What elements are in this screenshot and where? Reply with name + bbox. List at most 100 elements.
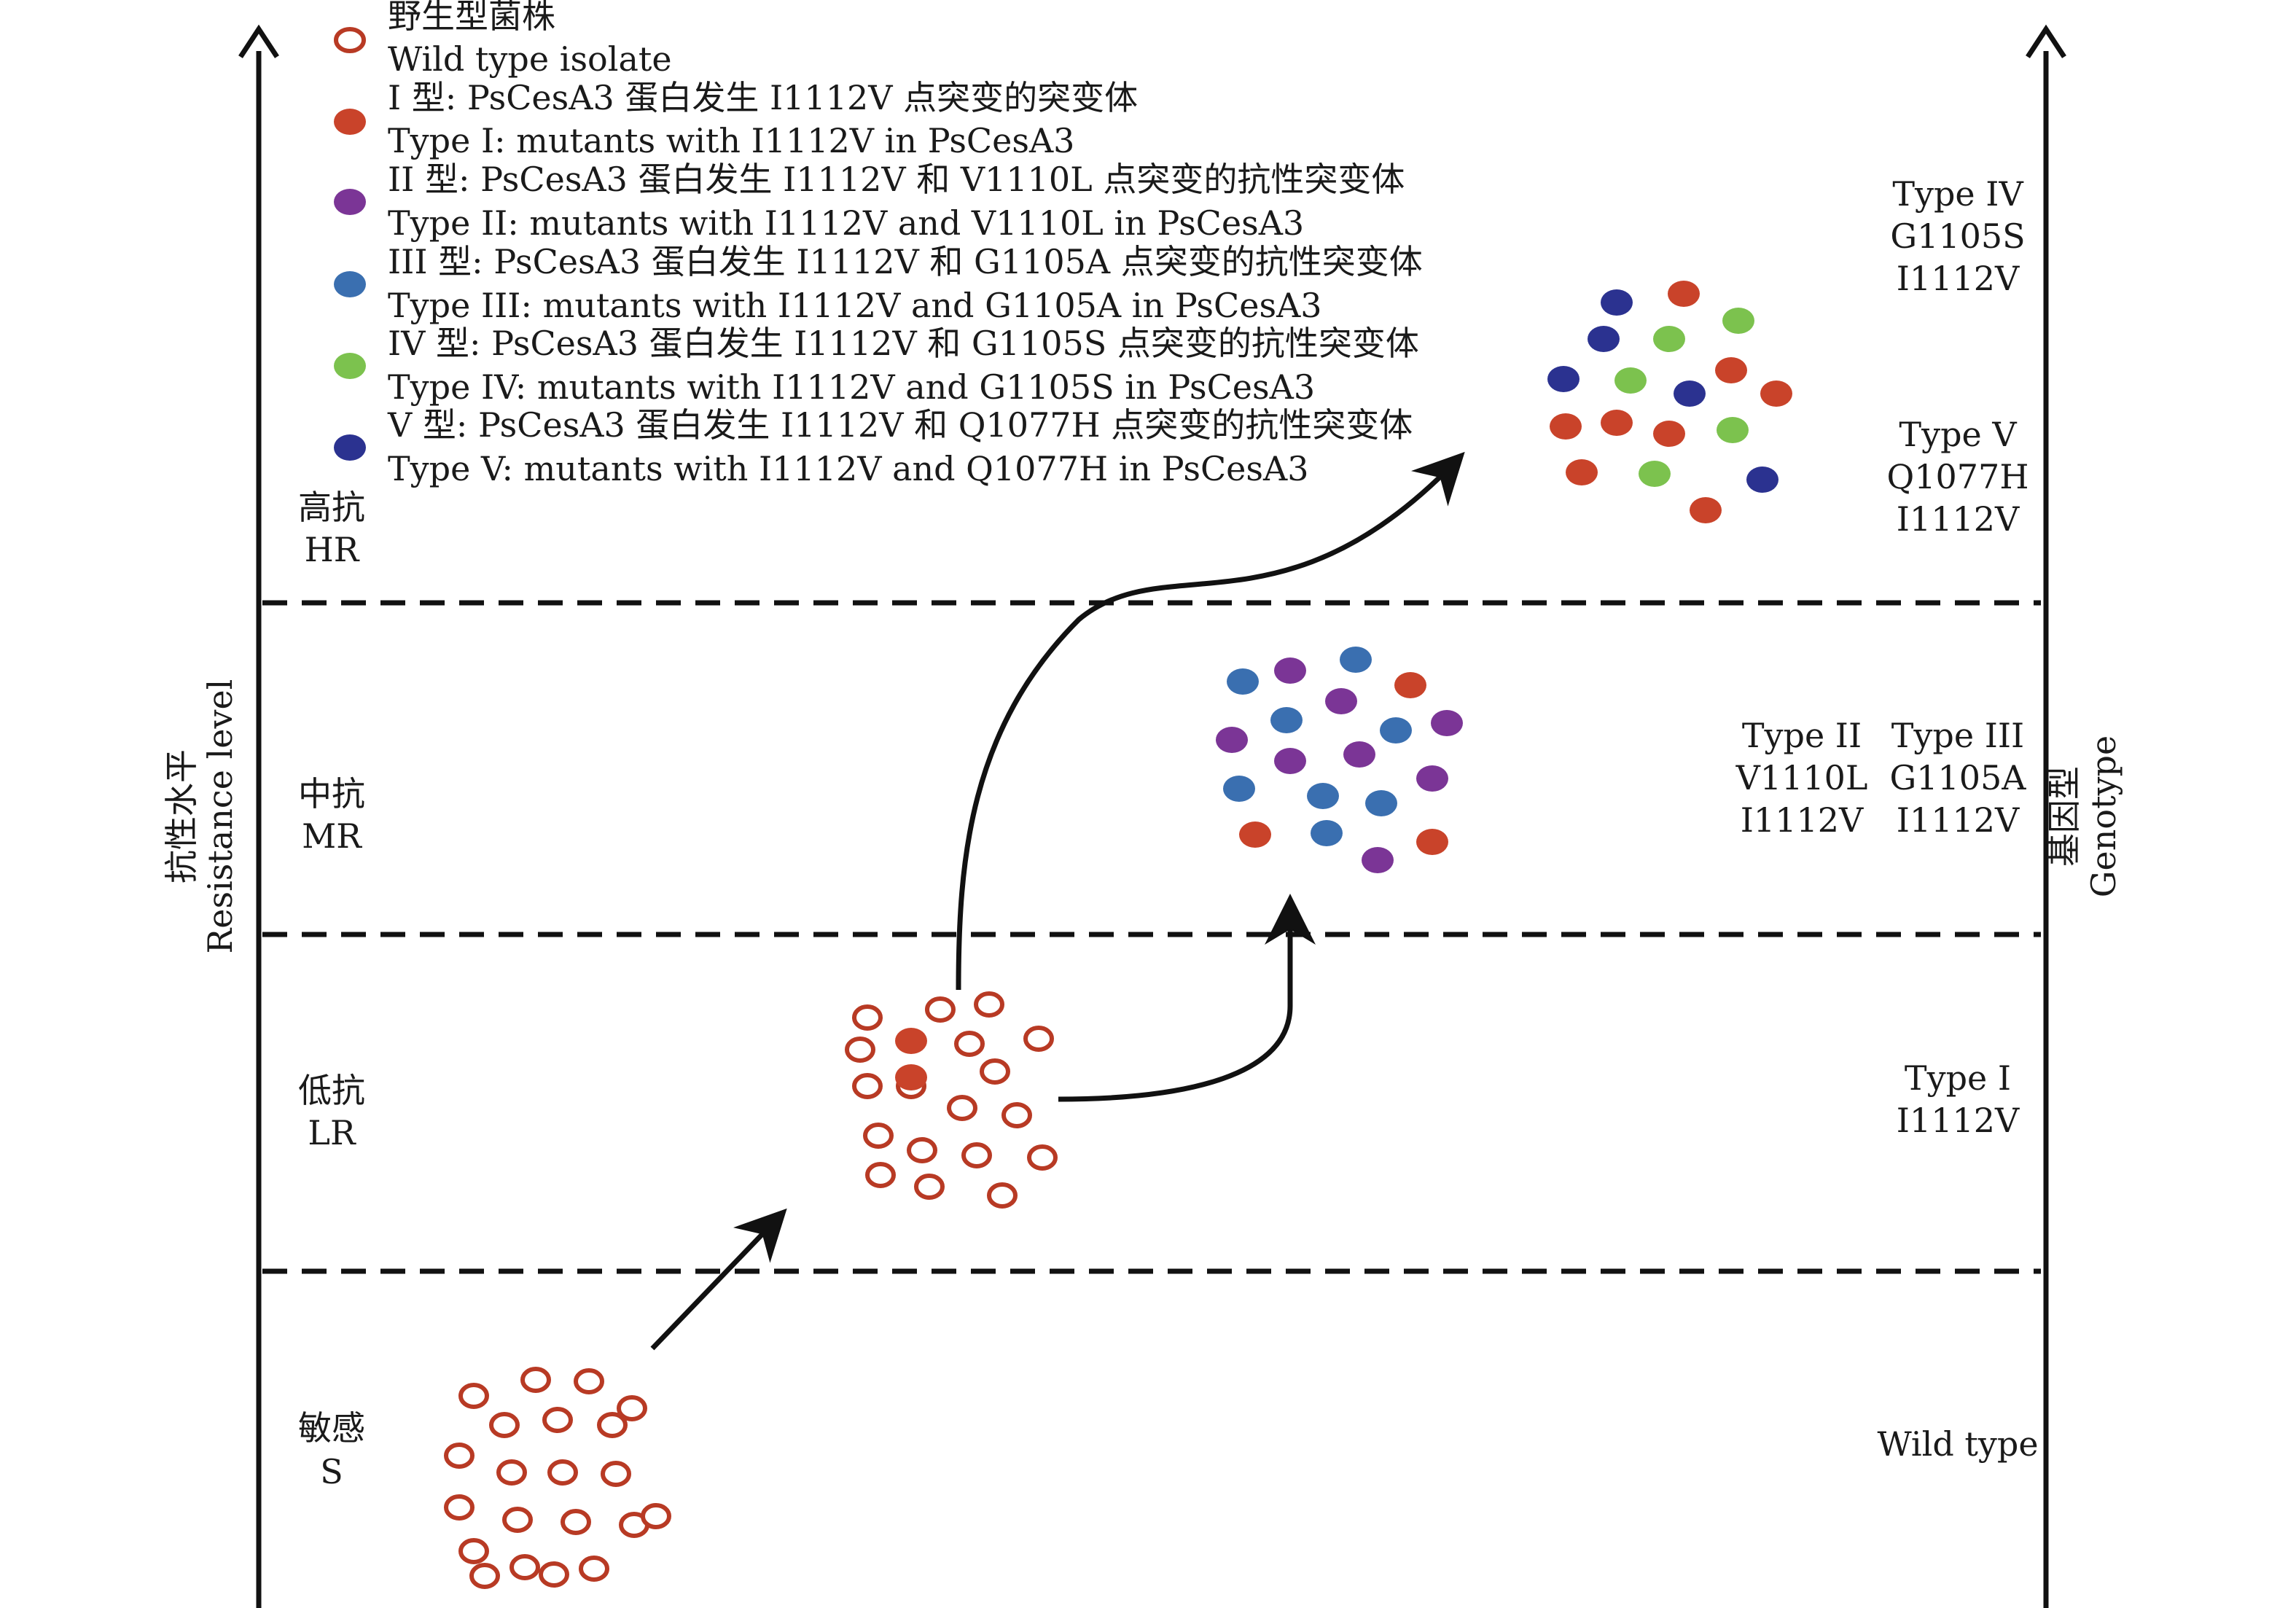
- sensitive-isolate-wild: [579, 1556, 609, 1582]
- low-isolate-wild: [974, 991, 1004, 1018]
- moderate-isolate-type2: [1325, 688, 1357, 714]
- sensitive-isolate-wild: [469, 1563, 500, 1589]
- high-isolate-type4: [1717, 417, 1749, 443]
- legend-wild-marker: [334, 27, 366, 53]
- legend-type5-en: Type V: mutants with I1112V and Q1077H i…: [388, 449, 1309, 488]
- high-isolate-type1: [1690, 497, 1722, 523]
- left-axis-title-cn: 抗性水平: [162, 749, 201, 883]
- genotype-type5-mut1: Q1077H: [1887, 457, 2029, 496]
- cluster-sensitive: [444, 1367, 671, 1589]
- left-axis-title: 抗性水平 Resistance level: [162, 679, 240, 954]
- sensitive-isolate-wild: [547, 1459, 578, 1486]
- cluster-low-resistance: [845, 991, 1058, 1209]
- sensitive-isolate-wild: [539, 1561, 569, 1588]
- right-axis-title-cn: 基因型: [2045, 766, 2084, 867]
- legend-type4-marker: [334, 353, 366, 379]
- high-isolate-type5: [1674, 380, 1706, 407]
- sensitive-isolate-wild: [489, 1412, 520, 1438]
- sensitive-isolate-wild: [509, 1554, 540, 1580]
- sensitive-isolate-wild: [458, 1383, 489, 1409]
- level-labels: 高抗 HR 中抗 MR 低抗 LR 敏感 S: [298, 488, 365, 1491]
- high-isolate-type4: [1653, 326, 1685, 352]
- genotype-type2-name: Type II: [1742, 716, 1862, 755]
- moderate-isolate-type2: [1431, 710, 1463, 736]
- legend-type1-cn: I 型: PsCesA3 蛋白发生 I1112V 点突变的突变体: [388, 78, 1138, 117]
- moderate-isolate-type2: [1416, 765, 1448, 792]
- low-isolate-wild: [914, 1174, 945, 1200]
- high-isolate-type1: [1653, 421, 1685, 447]
- high-isolate-type4: [1614, 367, 1647, 394]
- moderate-isolate-type2: [1362, 847, 1394, 873]
- level-lr-cn: 低抗: [298, 1071, 365, 1110]
- left-axis-title-en: Resistance level: [200, 679, 240, 954]
- legend: 野生型菌株 Wild type isolate I 型: PsCesA3 蛋白发…: [334, 0, 1423, 488]
- cluster-moderate-resistance: [1216, 647, 1463, 873]
- level-s-en: S: [320, 1452, 343, 1491]
- low-isolate-wild: [954, 1031, 985, 1057]
- level-hr-en: HR: [305, 530, 360, 569]
- legend-type1-en: Type I: mutants with I1112V in PsCesA3: [388, 121, 1074, 160]
- moderate-isolate-type1: [1416, 829, 1448, 855]
- high-isolate-type4: [1722, 308, 1754, 334]
- high-isolate-type1: [1601, 410, 1633, 436]
- moderate-isolate-type2: [1274, 748, 1306, 774]
- moderate-isolate-type3: [1365, 790, 1397, 816]
- sensitive-isolate-wild: [601, 1461, 631, 1487]
- left-axis-arrowhead: [238, 24, 279, 58]
- high-isolate-type1: [1760, 380, 1792, 407]
- legend-type5-marker: [334, 434, 366, 461]
- low-isolate-wild: [852, 1073, 883, 1099]
- legend-type1-marker: [334, 109, 366, 135]
- high-isolate-type4: [1639, 461, 1671, 487]
- legend-type2-en: Type II: mutants with I1112V and V1110L …: [388, 203, 1304, 243]
- arrow-lr-to-hr: [956, 451, 1465, 991]
- low-isolate-type1: [895, 1028, 927, 1054]
- legend-type3-en: Type III: mutants with I1112V and G1105A…: [388, 286, 1322, 325]
- genotype-type3-mut1: G1105A: [1889, 758, 2026, 797]
- sensitive-isolate-wild: [458, 1538, 489, 1564]
- right-axis-arrowhead: [2026, 24, 2066, 58]
- low-isolate-wild: [1027, 1144, 1058, 1171]
- high-isolate-type1: [1668, 281, 1700, 307]
- low-isolate-wild: [987, 1182, 1018, 1209]
- low-isolate-wild: [980, 1058, 1010, 1085]
- sensitive-isolate-wild: [597, 1412, 628, 1438]
- moderate-isolate-type3: [1380, 717, 1412, 743]
- level-mr-cn: 中抗: [298, 774, 365, 813]
- moderate-isolate-type2: [1216, 727, 1248, 753]
- right-axis-title: 基因型 Genotype: [2045, 735, 2123, 897]
- sensitive-isolate-wild: [574, 1368, 604, 1394]
- moderate-isolate-type3: [1223, 776, 1255, 802]
- legend-type4-en: Type IV: mutants with I1112V and G1105S …: [388, 367, 1315, 407]
- legend-wild-en: Wild type isolate: [388, 39, 672, 79]
- sensitive-isolate-wild: [520, 1367, 551, 1393]
- high-isolate-type1: [1715, 357, 1747, 383]
- moderate-isolate-type3: [1270, 707, 1303, 733]
- high-isolate-type5: [1588, 326, 1620, 352]
- low-isolate-wild: [865, 1162, 896, 1188]
- level-lr-en: LR: [308, 1113, 356, 1152]
- level-hr-cn: 高抗: [298, 488, 365, 527]
- genotype-wild: Wild type: [1877, 1424, 2038, 1464]
- moderate-isolate-type2: [1274, 657, 1306, 684]
- low-isolate-wild: [852, 1004, 883, 1031]
- genotype-type3-name: Type III: [1891, 716, 2024, 755]
- low-isolate-wild: [925, 996, 956, 1023]
- moderate-isolate-type1: [1394, 672, 1426, 698]
- low-isolate-wild: [961, 1142, 992, 1168]
- sensitive-isolate-wild: [542, 1407, 573, 1433]
- low-isolate-wild: [907, 1137, 937, 1163]
- genotype-type1-mut1: I1112V: [1897, 1101, 2020, 1140]
- genotype-type2-mut1: V1110L: [1735, 758, 1868, 797]
- moderate-isolate-type2: [1343, 741, 1375, 768]
- sensitive-isolate-wild: [496, 1459, 527, 1486]
- right-axis-title-en: Genotype: [2084, 735, 2123, 897]
- genotype-labels: Type IV G1105S I1112V Type V Q1077H I111…: [1735, 174, 2039, 1464]
- low-isolate-wild: [845, 1037, 875, 1063]
- genotype-type4-name: Type IV: [1892, 174, 2023, 214]
- low-isolate-wild: [863, 1123, 894, 1149]
- legend-type3-marker: [334, 271, 366, 297]
- level-separators: [262, 600, 2041, 1274]
- sensitive-isolate-wild: [617, 1395, 647, 1421]
